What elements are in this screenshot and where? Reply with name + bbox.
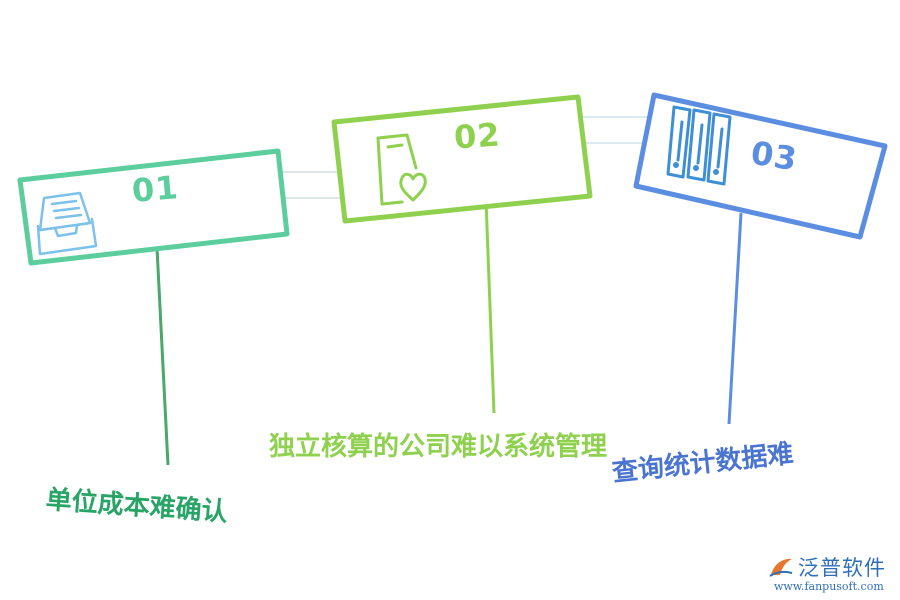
card-3-number: 03 xyxy=(748,133,801,179)
inbox-tray-icon xyxy=(36,191,98,256)
card-1-frame xyxy=(17,148,290,266)
stem-2 xyxy=(484,199,496,414)
card-1-number: 01 xyxy=(130,168,181,210)
stem-1 xyxy=(155,247,170,466)
card-2-caption: 独立核算的公司难以系统管理 xyxy=(269,432,608,462)
stem-3 xyxy=(727,212,743,425)
brand-url: www.fanpusoft.com xyxy=(774,580,884,593)
document-heart-icon xyxy=(376,133,427,206)
card-2-number: 02 xyxy=(452,115,502,157)
brand-mark-icon xyxy=(769,558,793,577)
brand-logo: 泛普软件 www.fanpusoft.com xyxy=(768,552,886,593)
card-3-frame xyxy=(633,92,888,240)
binders-icon xyxy=(666,105,732,186)
card-2-frame xyxy=(331,94,593,224)
brand-name: 泛普软件 xyxy=(798,556,886,580)
